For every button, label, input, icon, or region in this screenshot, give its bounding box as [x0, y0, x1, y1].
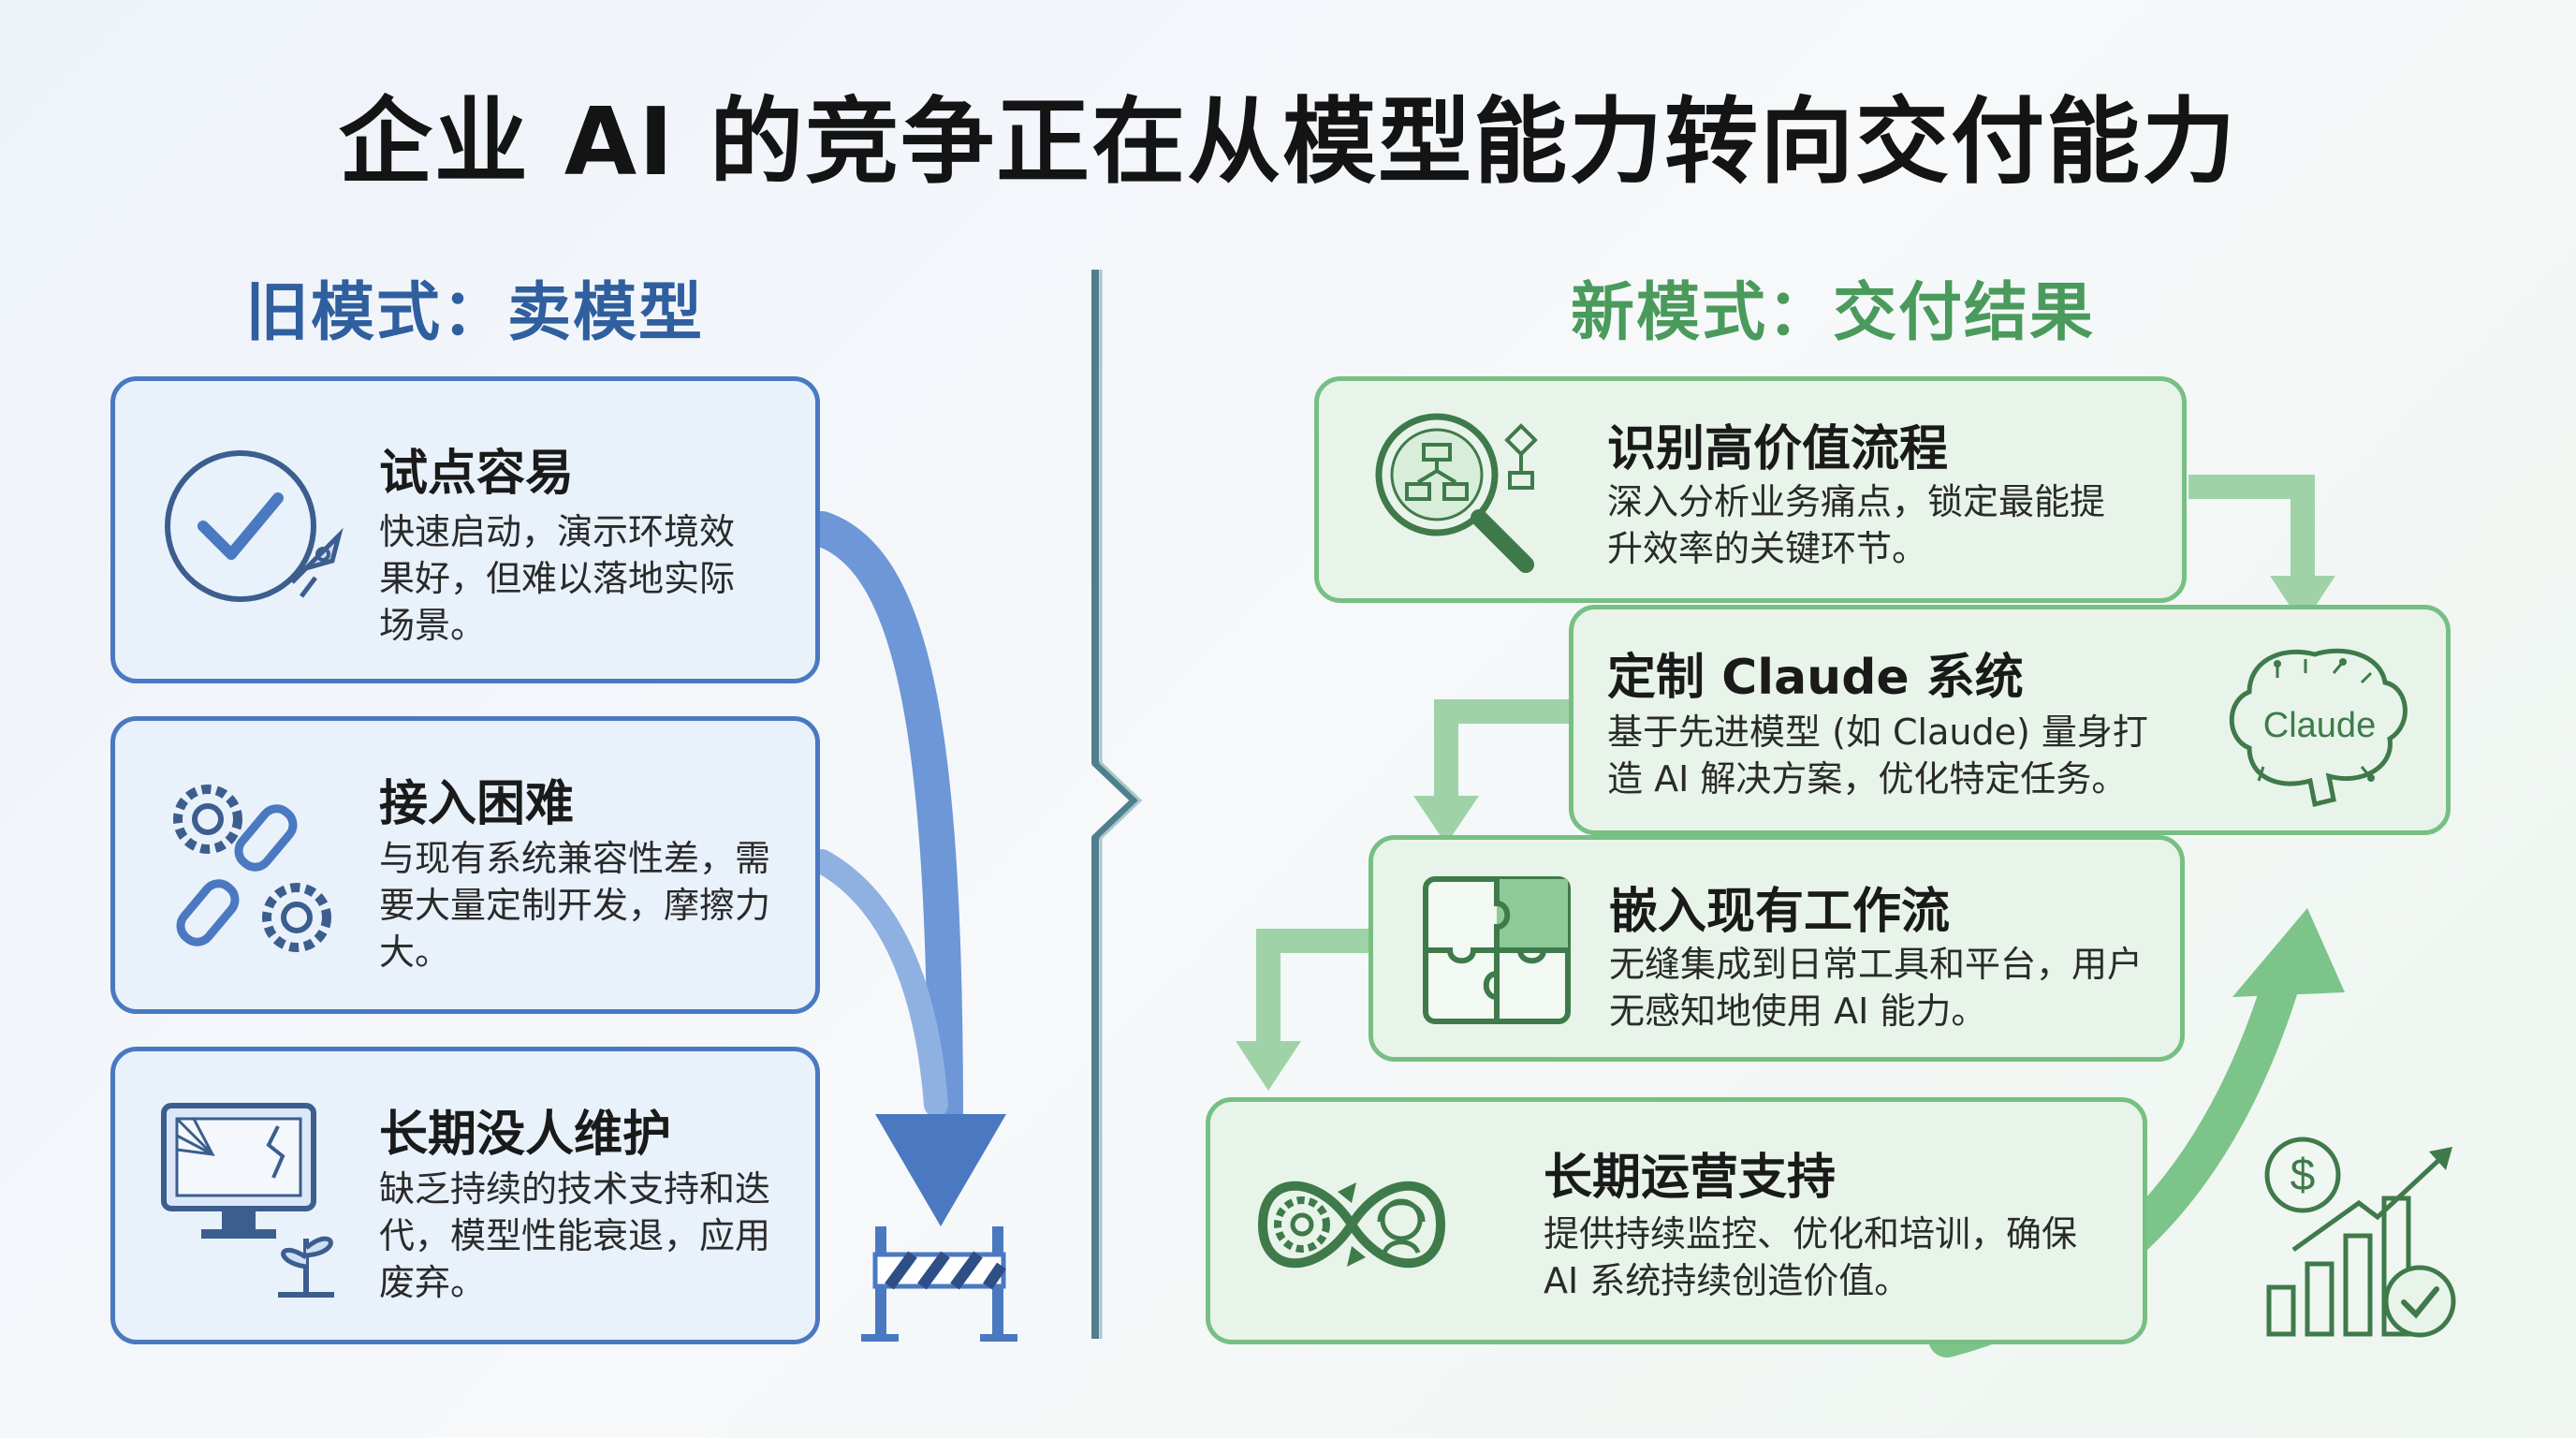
new-card-long-term-support: 长期运营支持 提供持续监控、优化和培训，确保 AI 系统持续创造价值。 — [1206, 1097, 2147, 1344]
check-circle-rocket-icon — [165, 450, 344, 602]
page-title: 企业 AI 的竞争正在从模型能力转向交付能力 — [338, 87, 2238, 197]
blue-down-arrow — [804, 511, 963, 1141]
new-card-embed-workflow: 嵌入现有工作流 无缝集成到日常工具和平台，用户 无感知地使用 AI 能力。 — [1368, 835, 2185, 1062]
card-title: 识别高价值流程 — [1607, 421, 1949, 477]
magnifier-flowchart-icon — [1375, 413, 1538, 573]
center-divider — [1091, 270, 1143, 1339]
card-description: 基于先进模型 (如 Claude) 量身打 造 AI 解决方案，优化特定任务。 — [1607, 712, 2148, 800]
old-model-heading: 旧模式：卖模型 — [245, 276, 705, 350]
broken-monitor-plant-icon — [161, 1103, 334, 1298]
new-model-heading: 新模式：交付结果 — [1571, 276, 2096, 350]
brain-claude-label: Claude — [2263, 706, 2376, 745]
card-description: 深入分析业务痛点，锁定最能提 升效率的关键环节。 — [1607, 481, 2106, 569]
card-description: 提供持续监控、优化和培训，确保 AI 系统持续创造价值。 — [1544, 1213, 2078, 1301]
old-card-maintenance: 长期没人维护 缺乏持续的技术支持和迭 代，模型性能衰退，应用 废弃。 — [110, 1047, 820, 1344]
new-card-identify-process: 识别高价值流程 深入分析业务痛点，锁定最能提 升效率的关键环节。 — [1314, 376, 2187, 603]
old-card-pilot: 试点容易 快速启动，演示环境效 果好，但难以落地实际 场景。 — [110, 376, 820, 683]
old-card-integration: 接入困难 与现有系统兼容性差，需 要大量定制开发，摩擦力 大。 — [110, 716, 820, 1014]
puzzle-icon — [1423, 876, 1571, 1024]
card-description: 快速启动，演示环境效 果好，但难以落地实际 场景。 — [379, 511, 736, 646]
brain-circuit-icon: Claude — [2229, 648, 2408, 808]
card-description: 缺乏持续的技术支持和迭 代，模型性能衰退，应用 废弃。 — [379, 1168, 771, 1303]
new-card-custom-claude: 定制 Claude 系统 基于先进模型 (如 Claude) 量身打 造 AI … — [1569, 605, 2451, 835]
barrier-icon — [861, 1226, 1017, 1342]
card-description: 与现有系统兼容性差，需 要大量定制开发，摩擦力 大。 — [379, 838, 771, 973]
dollar-sign: $ — [2291, 1151, 2316, 1200]
growth-chart-dollar-icon: $ — [2264, 1137, 2456, 1338]
card-title: 试点容易 — [379, 446, 575, 502]
card-title: 嵌入现有工作流 — [1609, 884, 1951, 940]
card-title: 定制 Claude 系统 — [1607, 650, 2024, 706]
infinity-gear-support-icon — [1257, 1181, 1446, 1269]
card-title: 长期运营支持 — [1544, 1150, 1837, 1206]
gears-broken-link-icon — [173, 785, 331, 952]
card-description: 无缝集成到日常工具和平台，用户 无感知地使用 AI 能力。 — [1609, 944, 2144, 1032]
card-title: 长期没人维护 — [379, 1107, 672, 1163]
card-title: 接入困难 — [379, 776, 575, 832]
